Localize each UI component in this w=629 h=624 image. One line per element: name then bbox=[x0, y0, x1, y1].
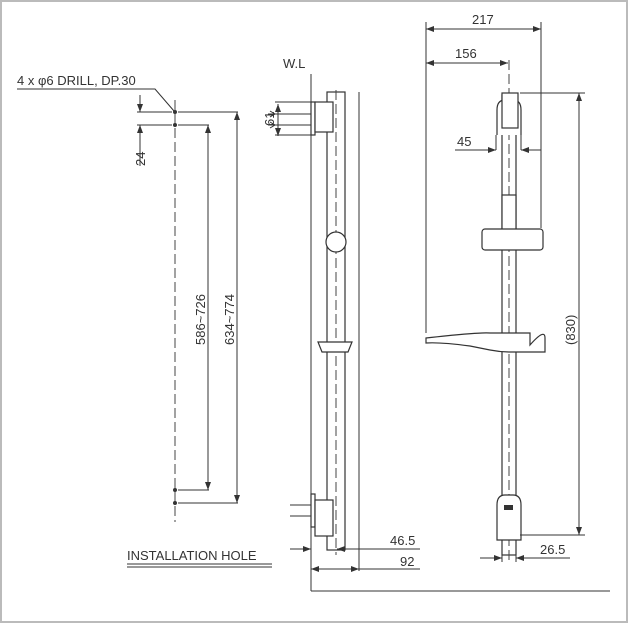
bottom-bracket bbox=[314, 499, 334, 537]
bottom-holder bbox=[496, 494, 522, 541]
slider-knob bbox=[325, 231, 347, 253]
drill-hole bbox=[173, 123, 177, 127]
water-line-label: W.L bbox=[283, 56, 305, 71]
dim-range-outer: 634~774 bbox=[222, 294, 237, 345]
dim-width-total: 217 bbox=[472, 12, 494, 27]
dim-holder-width: 45 bbox=[457, 134, 471, 149]
dim-wall-offset-2: 92 bbox=[400, 554, 414, 569]
drill-note: 4 x φ6 DRILL, DP.30 bbox=[17, 73, 136, 88]
side-view: W.L 61 46.5 92 bbox=[262, 56, 610, 592]
shelf bbox=[425, 332, 546, 353]
dim-wall-offset-1: 46.5 bbox=[390, 533, 415, 548]
drill-hole bbox=[173, 488, 177, 492]
installation-hole-view: 4 x φ6 DRILL, DP.30 24 586~726 634~774 I… bbox=[17, 73, 272, 568]
dim-width-shelf: 156 bbox=[455, 46, 477, 61]
front-view: 217 156 45 (830) 26.5 bbox=[425, 12, 585, 562]
dim-height-total: (830) bbox=[563, 315, 578, 345]
drill-hole bbox=[173, 501, 177, 505]
top-bracket bbox=[314, 101, 334, 133]
dim-range-inner: 586~726 bbox=[193, 294, 208, 345]
drill-hole bbox=[173, 110, 177, 114]
slider bbox=[481, 228, 544, 251]
installation-hole-title: INSTALLATION HOLE bbox=[127, 548, 257, 563]
dim-bottom-offset: 26.5 bbox=[540, 542, 565, 557]
dim-hole-spacing: 24 bbox=[133, 152, 148, 166]
soap-dish bbox=[317, 341, 353, 353]
dim-bracket-height: 61 bbox=[262, 112, 277, 126]
